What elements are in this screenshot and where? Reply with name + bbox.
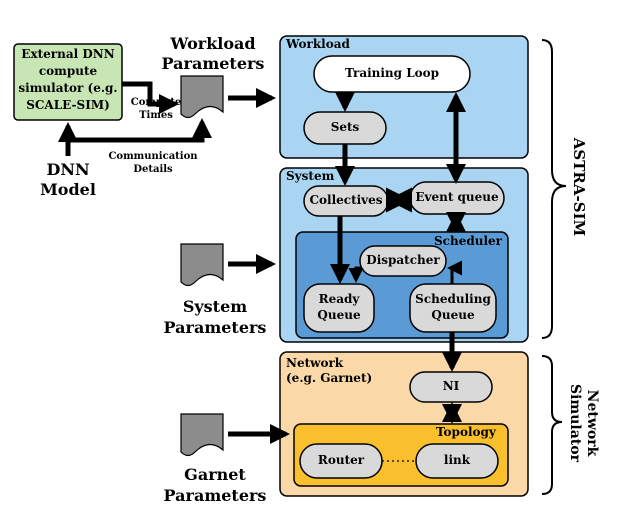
event-queue-label: Event queue bbox=[415, 190, 499, 204]
scheduling-queue-line-2: Queue bbox=[431, 308, 475, 322]
ready-queue-line-2: Queue bbox=[317, 308, 361, 322]
communication-details-arrow bbox=[68, 118, 212, 143]
network-simulator-brace bbox=[541, 355, 563, 495]
compute-times-arrow bbox=[122, 81, 179, 114]
topology-title: Topology bbox=[436, 425, 496, 439]
network-simulator-line-1: Network bbox=[584, 389, 600, 457]
scheduler-title: Scheduler bbox=[434, 234, 502, 248]
external-sim-line-2: compute bbox=[38, 64, 98, 78]
dispatcher-to-ready-queue-arrow bbox=[348, 266, 364, 283]
system-parameters-line-2: Parameters bbox=[163, 318, 267, 337]
scheduling-queue-to-dispatcher-arrow bbox=[447, 260, 462, 284]
dnn-model-line-1: DNN bbox=[46, 160, 90, 179]
ready-queue-line-1: Ready bbox=[318, 292, 360, 306]
router-label: Router bbox=[317, 453, 365, 467]
ni-label: NI bbox=[442, 379, 460, 393]
training-loop-label: Training Loop bbox=[344, 66, 440, 80]
garnet-parameters-line-1: Garnet bbox=[184, 465, 246, 484]
link-node bbox=[415, 443, 499, 479]
collectives-label: Collectives bbox=[309, 193, 383, 207]
dispatcher-node bbox=[359, 245, 447, 277]
communication-details-line-1: Communication bbox=[108, 151, 198, 162]
astra-sim-brace bbox=[541, 39, 567, 339]
training-loop-node bbox=[313, 55, 471, 93]
compute-times-line-2: Times bbox=[139, 110, 173, 121]
workload-parameters-line-1: Workload bbox=[170, 34, 256, 53]
workload-parameters-line-2: Parameters bbox=[161, 54, 265, 73]
system-parameters-line-1: System bbox=[182, 297, 248, 316]
compute-times-line-1: Compute bbox=[130, 97, 182, 108]
ready-queue-node bbox=[303, 283, 375, 333]
network-title-line-2: (e.g. Garnet) bbox=[286, 371, 373, 385]
workload-title: Workload bbox=[286, 37, 350, 51]
system-title: System bbox=[286, 169, 335, 183]
garnet-parameters-line-2: Parameters bbox=[163, 486, 267, 505]
link-label: link bbox=[443, 453, 471, 467]
system-parameters-doc-icon bbox=[180, 243, 224, 287]
communication-details-line-2: Details bbox=[133, 164, 173, 175]
dispatcher-label: Dispatcher bbox=[366, 253, 440, 267]
scheduling-queue-line-1: Scheduling bbox=[415, 292, 491, 306]
dnn-model-line-2: Model bbox=[40, 180, 96, 199]
external-sim-line-1: External DNN bbox=[21, 47, 115, 61]
external-sim-line-3: simulator (e.g. bbox=[18, 81, 118, 95]
sets-label: Sets bbox=[330, 120, 360, 134]
external-sim-line-4: SCALE-SIM) bbox=[26, 98, 110, 112]
network-simulator-line-2: Simulator bbox=[567, 384, 583, 462]
network-title-line-1: Network bbox=[286, 356, 344, 370]
garnet-parameters-doc-icon bbox=[180, 413, 224, 457]
astra-sim-label: ASTRA-SIM bbox=[570, 137, 588, 237]
workload-parameters-doc-icon bbox=[180, 75, 224, 119]
